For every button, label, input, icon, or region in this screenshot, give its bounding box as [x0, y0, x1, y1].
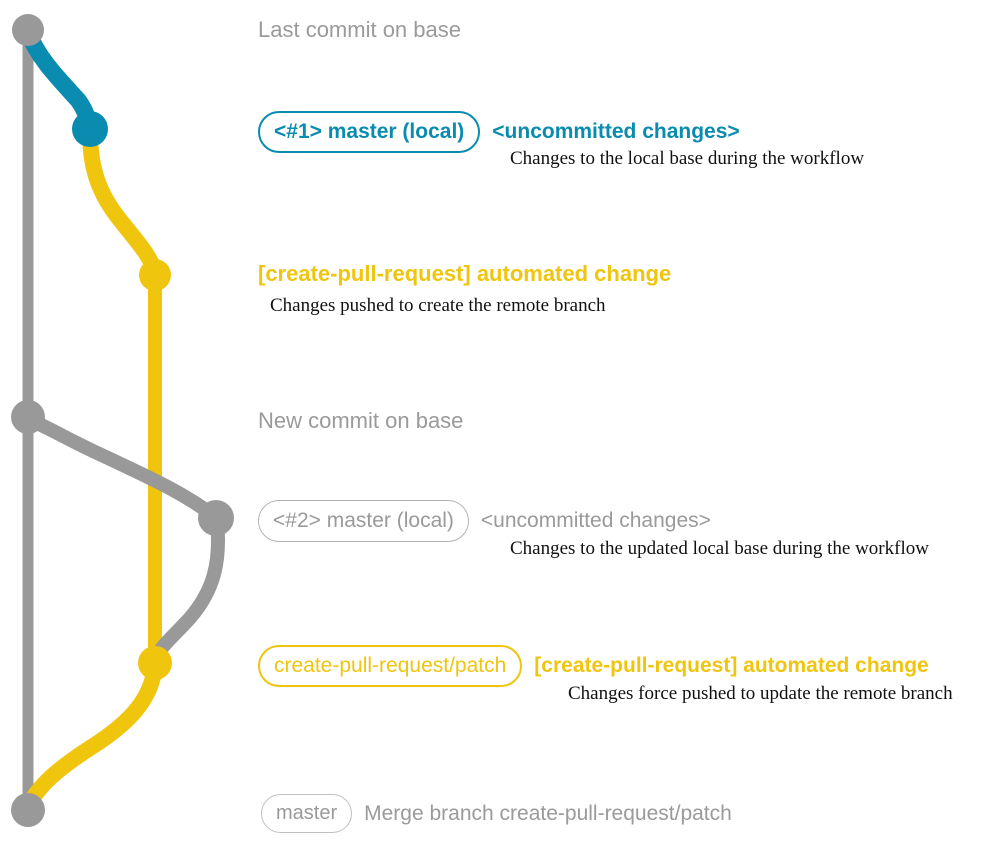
- commit-graph: [11, 14, 234, 827]
- badge-master-local-2[interactable]: <#2> master (local): [258, 500, 469, 542]
- badge-create-pull-request-patch[interactable]: create-pull-request/patch: [258, 645, 523, 687]
- merge-branch-line: [20, 657, 163, 816]
- headline-new-commit-on-base: New commit on base: [258, 408, 464, 433]
- caption-local-change-1: Changes to the local base during the wor…: [510, 148, 865, 169]
- message-automated-change-2: [create-pull-request] automated change: [534, 654, 929, 677]
- local-branch-2-line: [21, 412, 221, 523]
- node-merge-commit[interactable]: [11, 793, 45, 827]
- message-uncommitted-changes-2: <uncommitted changes>: [480, 509, 711, 532]
- message-uncommitted-changes-1: <uncommitted changes>: [492, 120, 740, 143]
- remote-branch-1-line: [82, 124, 163, 282]
- node-local-commit-2[interactable]: [198, 500, 234, 536]
- node-remote-commit-1[interactable]: [139, 259, 171, 291]
- node-new-commit-on-base[interactable]: [11, 400, 45, 434]
- row-merge-commit: master Merge branch create-pull-request/…: [261, 794, 732, 833]
- node-remote-commit-2[interactable]: [138, 646, 172, 680]
- caption-remote-change-1: Changes pushed to create the remote bran…: [270, 295, 606, 316]
- local-to-remote-2-line: [148, 513, 226, 669]
- badge-master-local-1[interactable]: <#1> master (local): [258, 111, 481, 153]
- badge-master[interactable]: master: [261, 794, 353, 833]
- row-local-change-2: <#2> master (local) <uncommitted changes…: [258, 500, 711, 542]
- row-local-change-1: <#1> master (local) <uncommitted changes…: [258, 111, 740, 153]
- caption-local-change-2: Changes to the updated local base during…: [510, 538, 929, 559]
- node-last-commit-on-base[interactable]: [12, 14, 44, 46]
- caption-remote-change-2: Changes force pushed to update the remot…: [568, 683, 953, 704]
- message-merge-branch: Merge branch create-pull-request/patch: [364, 801, 732, 825]
- headline-last-commit-on-base: Last commit on base: [258, 17, 461, 42]
- message-automated-change-1: [create-pull-request] automated change: [258, 261, 672, 286]
- row-remote-change-2: create-pull-request/patch [create-pull-r…: [258, 645, 929, 687]
- node-local-commit-1[interactable]: [72, 111, 108, 147]
